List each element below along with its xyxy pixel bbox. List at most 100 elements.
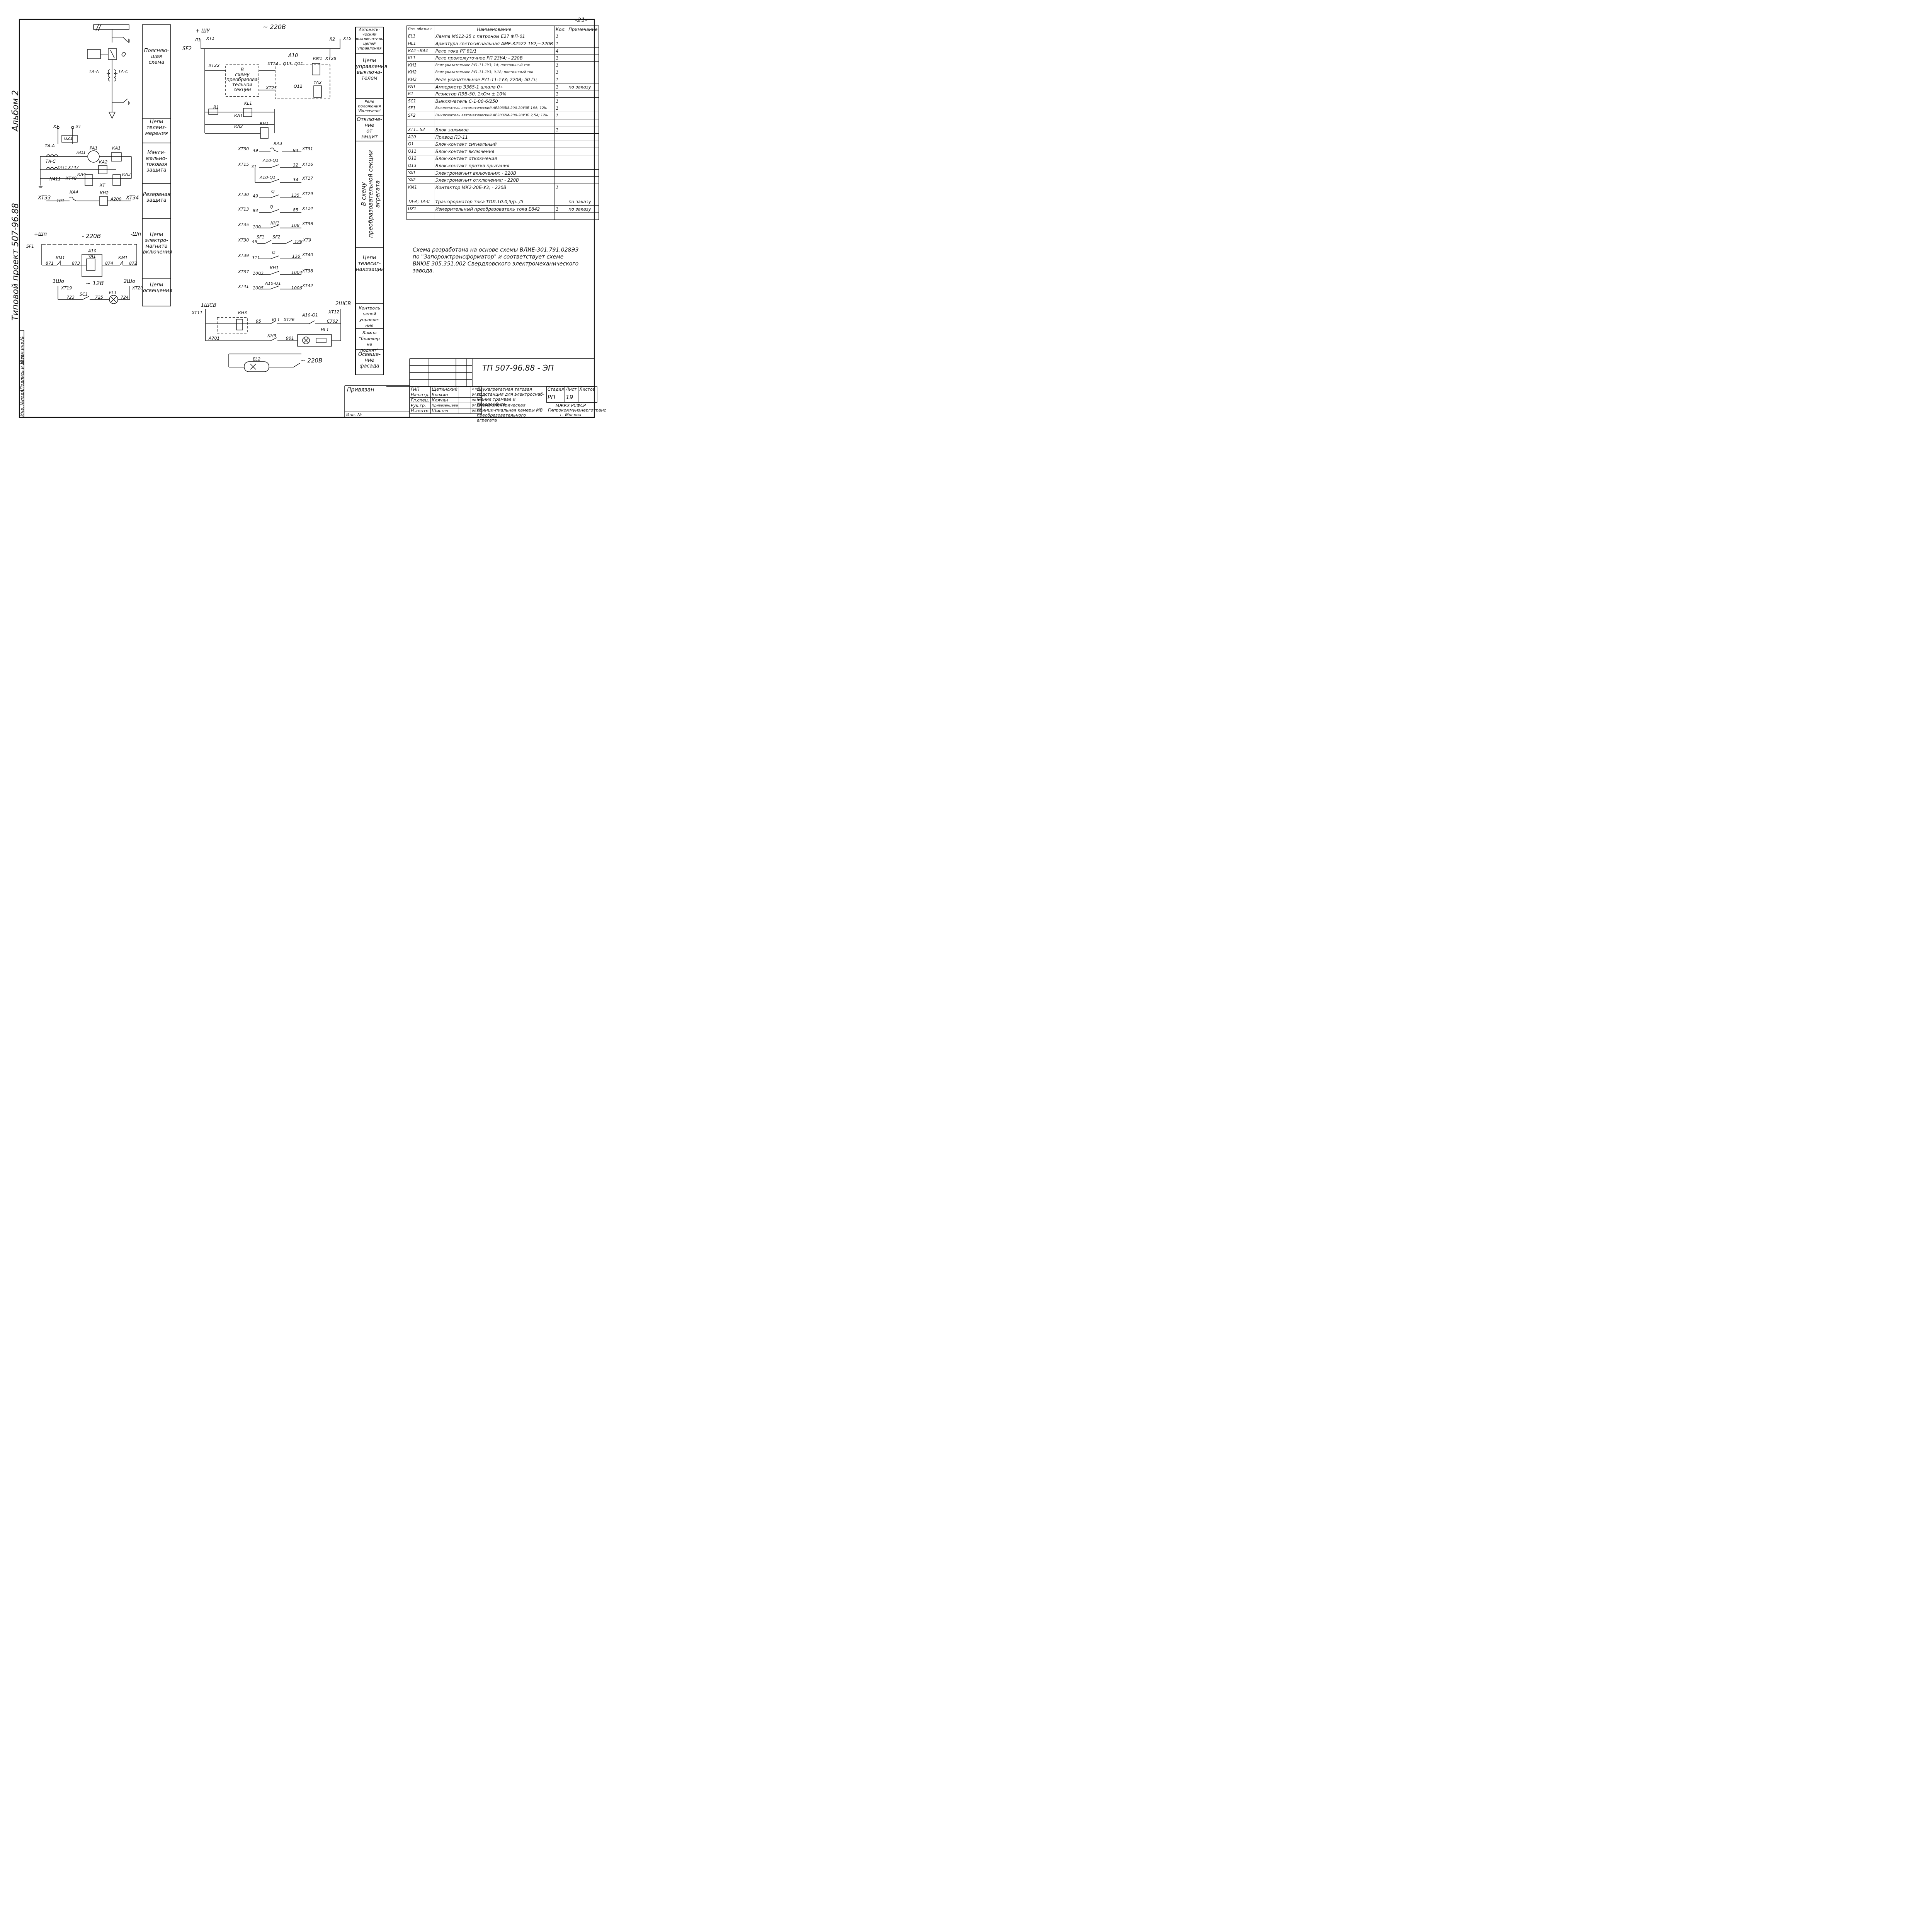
row-dev-7: Q bbox=[272, 250, 276, 255]
spec-cell-note bbox=[567, 212, 599, 220]
label-xt20: ХТ20 bbox=[132, 286, 143, 291]
label-220-facade: ~ 220В bbox=[301, 357, 323, 364]
label-sf1: SF1 bbox=[26, 244, 34, 249]
label-ta-c-2: ТА-С bbox=[46, 159, 56, 164]
spec-cell-qty bbox=[554, 119, 568, 127]
label-220-top: ~ 220В bbox=[263, 23, 286, 31]
label-xt-left: ХТ bbox=[53, 124, 59, 129]
label-w724: 724 bbox=[121, 295, 129, 300]
spec-header-note: Примечание bbox=[567, 26, 599, 33]
spec-cell-name: Измерительный преобразователь тока Е842 bbox=[434, 205, 555, 213]
row-dev-5: КН1 bbox=[270, 221, 280, 226]
spec-row bbox=[406, 191, 599, 199]
spec-cell-qty: 1 bbox=[554, 68, 568, 77]
spec-cell-name: Контактор МК2-20Б-У3; - 220В bbox=[434, 184, 555, 191]
spec-cell-name: Реле указательное РУ1-11-1У3; 0,1А; пост… bbox=[434, 68, 555, 77]
spec-cell-note bbox=[567, 148, 599, 155]
spec-cell-note bbox=[567, 68, 599, 77]
spec-cell-note bbox=[567, 184, 599, 191]
spec-cell-note bbox=[567, 176, 599, 184]
spec-header-pos: Поз. обознач. bbox=[406, 26, 434, 33]
spec-cell-qty: 1 bbox=[554, 126, 568, 134]
label-xt26: ХТ26 bbox=[284, 317, 295, 322]
label-1shcv: 1ШСВ bbox=[201, 303, 217, 308]
row-dev-1: А10-Q1 bbox=[263, 158, 279, 163]
spec-cell-pos: КН2 bbox=[406, 68, 434, 77]
label-w901: 901 bbox=[286, 336, 294, 341]
spec-cell-pos bbox=[406, 191, 434, 199]
spec-cell-name: Реле тока РТ 81/1 bbox=[434, 47, 555, 55]
spec-cell-note: по заказу bbox=[567, 83, 599, 91]
title-substation: Двухагрегатная тяговая подстанция для эл… bbox=[477, 387, 544, 407]
right-section-column bbox=[355, 27, 384, 375]
spec-cell-name: Блок-контакт сигнальный bbox=[434, 140, 555, 148]
row-rw-4: 85 bbox=[293, 208, 298, 213]
label-1sho: 1Шо bbox=[53, 279, 65, 284]
spec-cell-pos: SF2 bbox=[406, 112, 434, 119]
section-blinker-lamp: Лампа "блинкер не поднят" bbox=[359, 330, 380, 353]
label-q12: Q12 bbox=[294, 84, 303, 89]
spec-cell-name: Выключатель автоматический АЕ2035М-200-2… bbox=[434, 104, 555, 112]
spec-cell-note bbox=[567, 162, 599, 170]
margin-col-1: Инв. №подл. bbox=[20, 388, 25, 417]
row-rw-2: 34 bbox=[293, 177, 298, 182]
label-12v: ~ 12В bbox=[86, 280, 104, 287]
label-km1-right: КМ1 bbox=[118, 255, 128, 260]
section-converter: В схему преобразовательной секции агрега… bbox=[360, 150, 381, 238]
section-lighting: Цепи освещения bbox=[143, 282, 172, 294]
section-protection-trip: Отключе- ние от защит bbox=[357, 117, 382, 140]
spec-cell-name: Лампа М012-25 с патроном Е27 ФП-01 bbox=[434, 32, 555, 41]
row-lw-9: 1005 bbox=[253, 286, 264, 291]
row-rw-9: 1006 bbox=[291, 286, 302, 291]
row-left-5: ХТ35 bbox=[238, 222, 249, 227]
label-uz1: UZ1 bbox=[64, 136, 73, 141]
label-ta-a: ТА-А bbox=[89, 69, 99, 74]
label-xt1: ХТ1 bbox=[206, 36, 215, 41]
label-q13: Q13 bbox=[283, 61, 292, 66]
spec-cell-qty bbox=[554, 198, 568, 206]
spec-cell-note bbox=[567, 140, 599, 148]
label-kh2: КН2 bbox=[100, 191, 109, 196]
label-xt19: ХТ19 bbox=[61, 286, 72, 291]
spec-cell-qty: 1 bbox=[554, 90, 568, 98]
label-ka3: КА3 bbox=[122, 172, 131, 177]
spec-cell-qty: 1 bbox=[554, 184, 568, 191]
row-lw-3: 49 bbox=[253, 194, 258, 199]
spec-cell-note bbox=[567, 40, 599, 48]
spec-cell-pos: КМ1 bbox=[406, 184, 434, 191]
spec-cell-qty bbox=[554, 176, 568, 184]
label-plus-shu: + ШУ bbox=[196, 28, 210, 34]
row-right-0: ХТ31 bbox=[302, 146, 313, 151]
spec-cell-name: Арматура светосигнальная АМЕ-32522 1У2;~… bbox=[434, 40, 555, 48]
label-xt24: ХТ24 bbox=[267, 61, 279, 66]
label-a411: А411 bbox=[77, 151, 86, 155]
spec-cell-pos: R1 bbox=[406, 90, 434, 98]
label-ka4-reserve: КА4 bbox=[70, 190, 78, 195]
spec-cell-name: Электромагнит отключения; - 220В bbox=[434, 176, 555, 184]
row-lw-5: 100 bbox=[253, 225, 261, 230]
row-left-0: ХТ30 bbox=[238, 146, 249, 151]
section-facade-lighting: Освеще- ние фасада bbox=[358, 352, 381, 369]
stage-table: Стадия Лист Листов РП 19 bbox=[546, 386, 598, 403]
spec-cell-pos: EL1 bbox=[406, 32, 434, 41]
label-xt22: ХТ22 bbox=[209, 63, 220, 68]
label-ka4: КА4 bbox=[77, 172, 86, 177]
control-circuit bbox=[201, 39, 340, 139]
inv-label: Инв. № bbox=[346, 412, 362, 417]
label-el2: EL2 bbox=[253, 357, 261, 362]
row-rw-6: 128 bbox=[294, 239, 303, 244]
spec-cell-pos: HL1 bbox=[406, 40, 434, 48]
section-position-relay: Реле положения "Включено" bbox=[357, 100, 381, 113]
row-rw-1: 32 bbox=[293, 163, 298, 168]
